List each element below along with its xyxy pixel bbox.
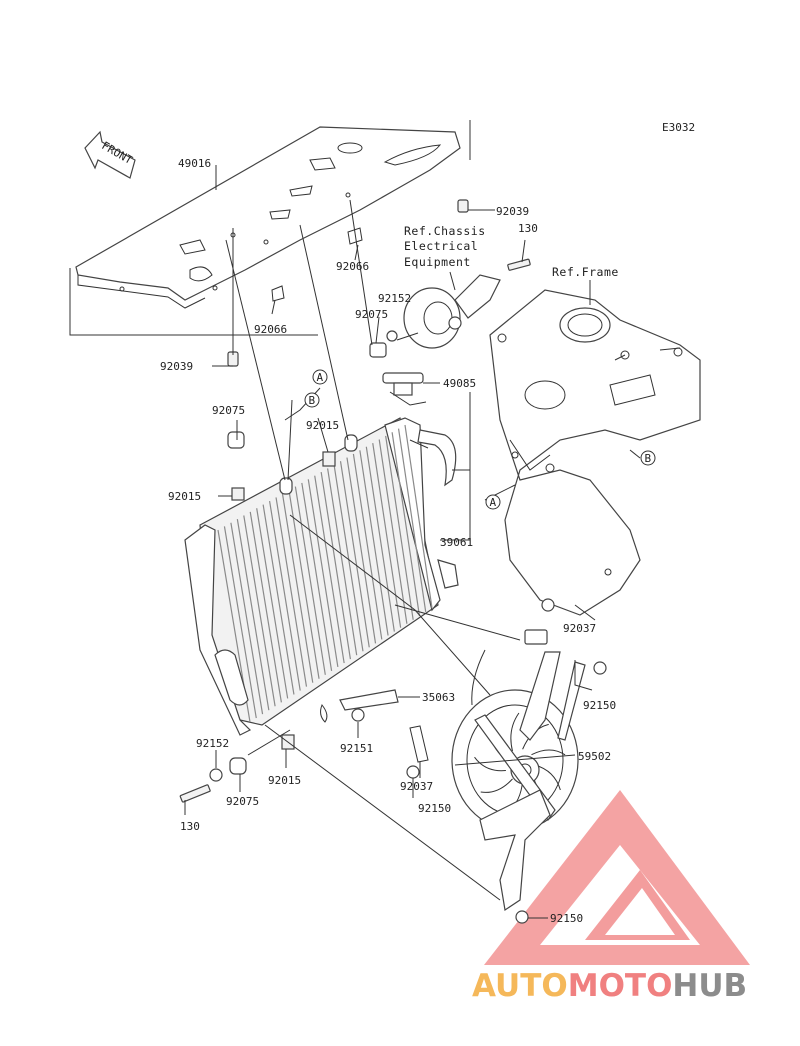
- ref-chassis-line2: Electrical: [404, 239, 478, 253]
- radiator-fin: [262, 504, 295, 695]
- fan-blade: [531, 749, 566, 756]
- radiator-core: [184, 417, 459, 736]
- label-92150-upper: 92150: [583, 699, 616, 712]
- radiator-fin: [268, 500, 301, 691]
- radiator-fin: [339, 461, 370, 648]
- label-92015-mid: 92015: [306, 419, 339, 432]
- motorcycle-frame: [489, 289, 701, 616]
- radiator-fin: [314, 475, 345, 664]
- radiator-fin: [294, 486, 326, 675]
- cooling-fan: [409, 629, 586, 912]
- watermark-part1: AUTO: [472, 968, 568, 1004]
- ref-chassis-line1: Ref.Chassis: [404, 224, 486, 238]
- label-92075-bottom: 92075: [226, 795, 259, 808]
- label-92037-right: 92037: [563, 622, 596, 635]
- watermark-part2: MOTO: [568, 968, 673, 1004]
- radiator-fin: [275, 497, 308, 687]
- radiator-fin: [320, 471, 352, 660]
- radiator-fin: [281, 493, 314, 683]
- radiator-fin: [256, 508, 289, 699]
- label-92152-top: 92152: [378, 292, 411, 305]
- radiator-fin: [372, 443, 402, 628]
- label-92039-top: 92039: [496, 205, 529, 218]
- label-92066-left: 92066: [254, 323, 287, 336]
- fan-blade: [474, 756, 506, 772]
- ref-chassis-line3: Equipment: [404, 255, 471, 269]
- radiator-fin: [301, 482, 333, 671]
- front-arrow-icon: FRONT: [84, 130, 136, 179]
- watermark-text: AUTOMOTOHUB: [472, 968, 747, 1004]
- radiator-fin: [346, 457, 377, 644]
- label-92152-left: 92152: [196, 737, 229, 750]
- callout-b-top: B: [309, 394, 316, 407]
- radiator-cap: [382, 372, 427, 406]
- fan-blade: [480, 778, 513, 793]
- label-92151: 92151: [340, 742, 373, 755]
- label-130-top: 130: [518, 222, 538, 235]
- radiator-fin: [243, 515, 276, 707]
- callout-a-frame: A: [490, 496, 497, 509]
- label-92075-top: 92075: [355, 308, 388, 321]
- callout-b-frame: B: [645, 452, 652, 465]
- radiator-fin: [333, 464, 364, 652]
- fan-blade: [510, 712, 520, 752]
- radiator-fin: [378, 439, 408, 624]
- radiator-fin: [307, 479, 339, 668]
- svg-text:AUTOMOTOHUB: AUTOMOTOHUB: [472, 968, 747, 1004]
- watermark-logo-icon: [484, 790, 750, 965]
- radiator-fin: [223, 526, 257, 719]
- radiator-fin: [230, 522, 264, 715]
- leader-lines: [184, 165, 641, 919]
- radiator-fin: [327, 468, 358, 656]
- diagram-code: E3032: [662, 121, 695, 134]
- radiator-fin: [352, 453, 383, 640]
- radiator-fin: [249, 511, 282, 703]
- radiator-fin: [404, 424, 433, 609]
- label-92075-left: 92075: [212, 404, 245, 417]
- watermark-part3: HUB: [672, 968, 747, 1004]
- label-49085: 49085: [443, 377, 476, 390]
- radiator-fin: [397, 428, 427, 613]
- label-59502: 59502: [578, 750, 611, 763]
- label-92037-lower: 92037: [400, 780, 433, 793]
- radiator-fin: [385, 435, 414, 620]
- horn-assembly: [386, 274, 501, 349]
- radiator-fin: [391, 432, 421, 616]
- radiator-cover-plate: [75, 126, 461, 309]
- label-92015-bottom: 92015: [268, 774, 301, 787]
- radiator-fin: [359, 450, 389, 636]
- radiator-fin: [365, 446, 395, 632]
- label-92039-left: 92039: [160, 360, 193, 373]
- callout-a-top: A: [317, 371, 324, 384]
- part-labels: E3032 49016 92039 130 Ref.Chassis Electr…: [160, 121, 695, 925]
- label-130-bottom: 130: [180, 820, 200, 833]
- radiator-fin: [236, 519, 270, 711]
- radiator-fin: [288, 490, 320, 679]
- label-92150-mid: 92150: [418, 802, 451, 815]
- ref-frame: Ref.Frame: [552, 265, 619, 279]
- label-92066-right: 92066: [336, 260, 369, 273]
- label-92015-left: 92015: [168, 490, 201, 503]
- label-35063: 35063: [422, 691, 455, 704]
- label-39061: 39061: [440, 536, 473, 549]
- label-49016: 49016: [178, 157, 211, 170]
- label-92150-bottom: 92150: [550, 912, 583, 925]
- callout-markers: A B B A: [304, 369, 656, 510]
